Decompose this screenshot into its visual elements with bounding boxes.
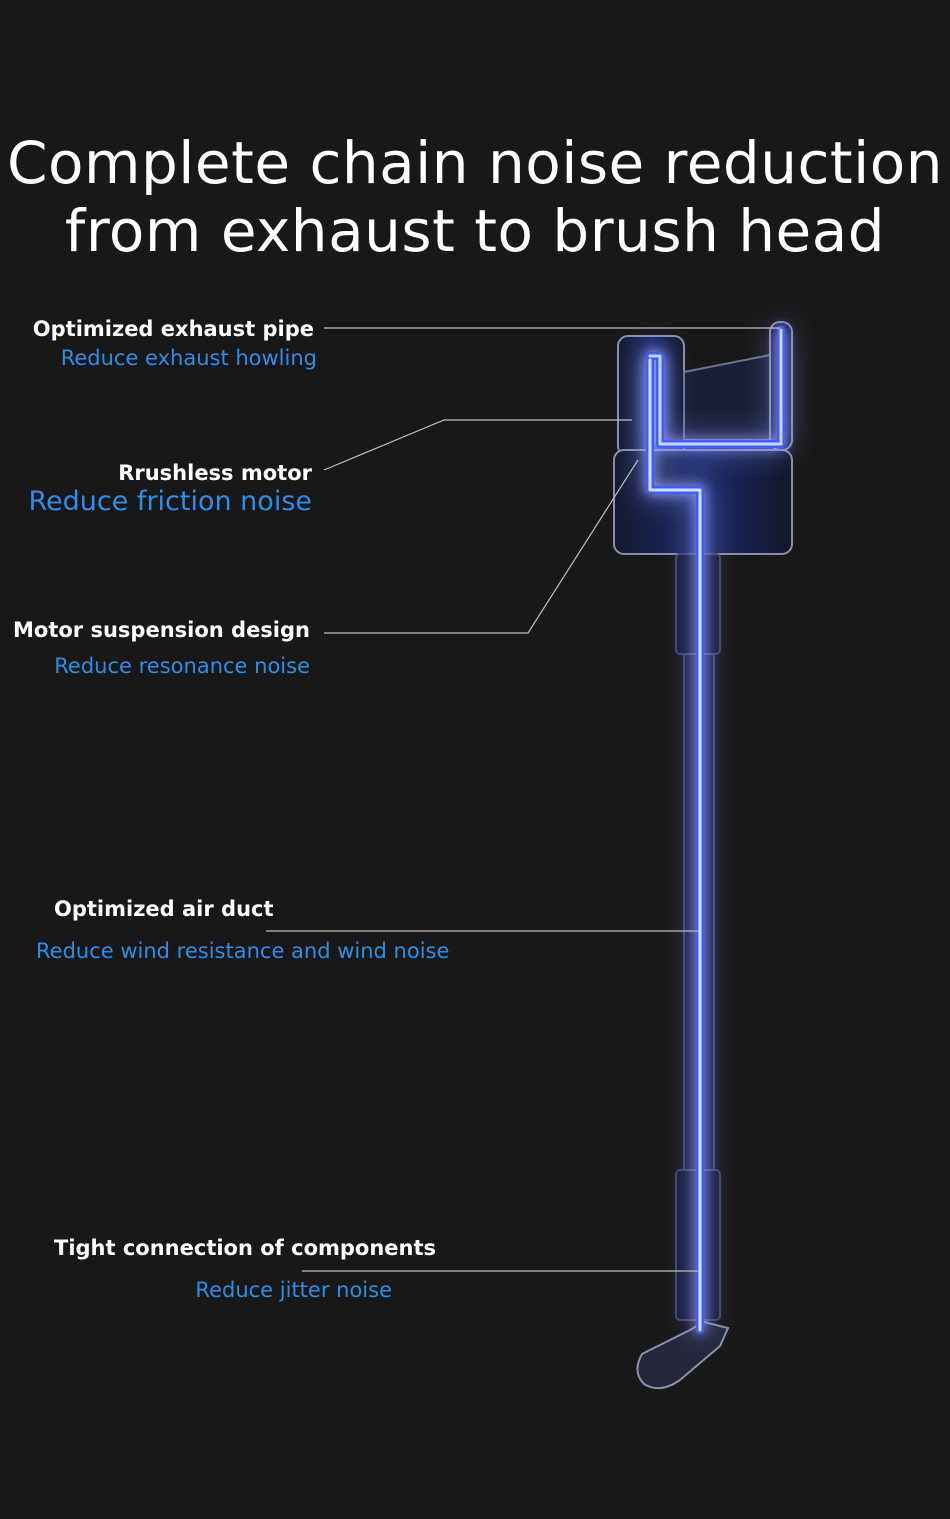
air-flow-glow <box>646 326 785 1334</box>
callout-subtitle-motor-suspension: Reduce resonance noise <box>54 654 310 678</box>
leader-lines <box>266 327 780 1272</box>
leader-line-suspension <box>324 459 639 634</box>
callout-title-exhaust-pipe: Optimized exhaust pipe <box>32 317 314 341</box>
callout-subtitle-motor: Reduce friction noise <box>28 486 312 517</box>
callout-title-tight-connection: Tight connection of components <box>54 1236 437 1260</box>
callout-title-motor: Rrushless motor <box>118 461 312 485</box>
callout-title-air-duct: Optimized air duct <box>54 897 274 921</box>
headline-line-1: Complete chain noise reduction <box>7 128 943 197</box>
leader-line-motor <box>323 419 632 471</box>
headline: Complete chain noise reduction from exha… <box>0 129 950 265</box>
callout-subtitle-exhaust-pipe: Reduce exhaust howling <box>60 346 317 370</box>
brush-head <box>636 1320 730 1390</box>
callout-title-motor-suspension: Motor suspension design <box>13 618 310 642</box>
vacuum-wand <box>675 553 721 1321</box>
callout-subtitle-tight-connection: Reduce jitter noise <box>195 1278 392 1302</box>
headline-line-2: from exhaust to brush head <box>64 196 886 265</box>
callout-subtitle-air-duct: Reduce wind resistance and wind noise <box>36 939 450 963</box>
